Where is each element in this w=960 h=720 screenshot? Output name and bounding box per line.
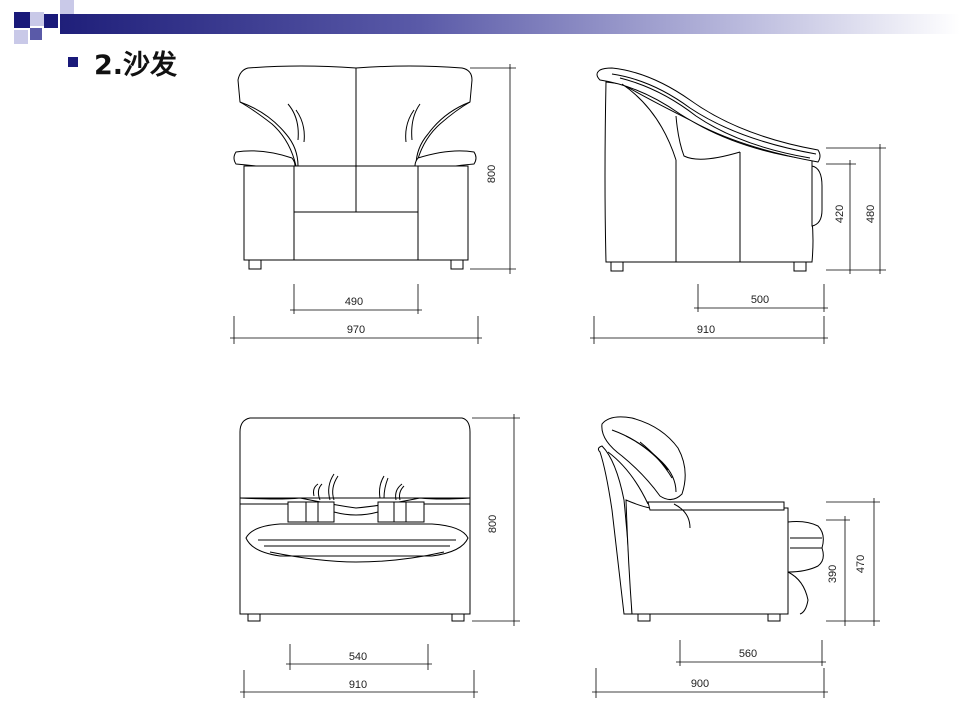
- slide-title-row: 2.沙发: [68, 44, 178, 81]
- front-overall-width-dimension: 970: [230, 316, 482, 344]
- side-overall-depth-dimension: 910: [590, 316, 828, 344]
- back-overall-width-dimension: 910: [240, 670, 478, 698]
- sofa-back-view: 800 540 910: [239, 414, 520, 698]
- profile-overall-depth-dimension: 900: [592, 668, 828, 698]
- header-deco-square: [30, 28, 42, 40]
- profile-arm-height-dimension: 470: [826, 498, 880, 626]
- back-seat-width-label: 540: [349, 651, 367, 663]
- side-seat-depth-label: 500: [751, 294, 769, 306]
- profile-seat-height-dimension: 390: [826, 516, 880, 626]
- profile-arm-height-label: 470: [855, 555, 867, 573]
- bullet-square-icon: [68, 57, 78, 67]
- back-height-dimension: 800: [472, 414, 520, 626]
- back-overall-width-label: 910: [349, 679, 367, 691]
- side-seat-depth-dimension: 500: [694, 284, 828, 312]
- header-deco-square: [14, 30, 28, 44]
- side-overall-depth-label: 910: [697, 324, 715, 336]
- profile-seat-depth-dimension: 560: [676, 640, 826, 666]
- profile-seat-height-label: 390: [827, 565, 839, 583]
- sofa-side-view: 420 480 500 910: [590, 67, 886, 344]
- front-seat-width-dimension: 490: [290, 284, 422, 314]
- back-seat-width-dimension: 540: [286, 644, 432, 670]
- side-arm-height-label: 480: [865, 205, 877, 223]
- header-deco-square: [44, 14, 58, 28]
- front-height-dimension: 800: [470, 64, 516, 274]
- back-height-label: 800: [487, 515, 499, 533]
- header-deco-square: [60, 0, 74, 14]
- side-seat-height-label: 420: [834, 205, 846, 223]
- slide-title: 2.沙发: [94, 49, 178, 81]
- profile-overall-depth-label: 900: [691, 678, 709, 690]
- front-height-label: 800: [486, 165, 498, 183]
- sofa-profile-view: 390 470 560 900: [592, 416, 880, 698]
- header-deco-square: [30, 12, 44, 26]
- front-seat-width-label: 490: [345, 296, 363, 308]
- side-seat-height-dimension: 420: [826, 160, 886, 274]
- front-overall-width-label: 970: [347, 324, 365, 336]
- sofa-front-view: 800 490 970: [230, 64, 516, 344]
- header-deco-square: [14, 12, 30, 28]
- profile-seat-depth-label: 560: [739, 648, 757, 660]
- header-gradient-bar: [60, 14, 960, 34]
- side-arm-height-dimension: 480: [826, 144, 886, 274]
